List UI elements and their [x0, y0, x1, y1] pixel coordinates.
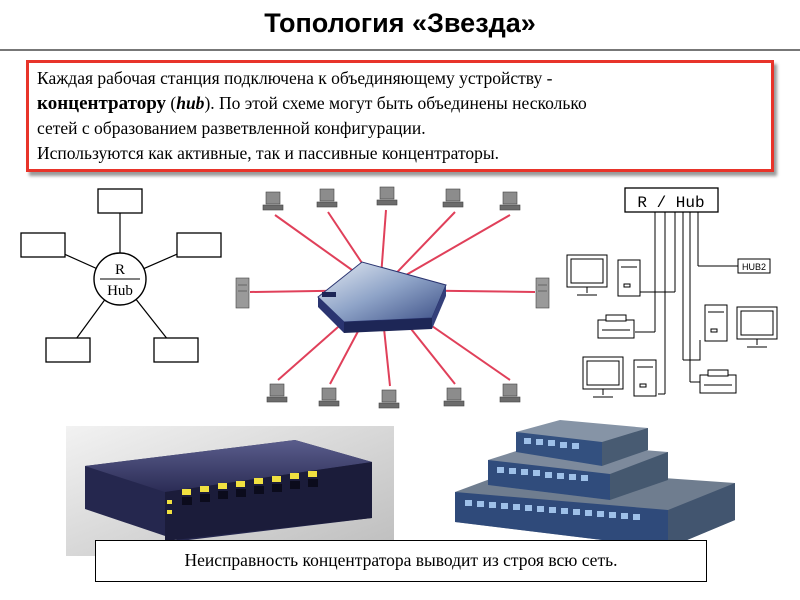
tower-icon	[704, 304, 728, 342]
star-center-top-label: R	[115, 262, 125, 278]
led-indicator-icons	[167, 471, 317, 514]
description-line-3: сетей с образованием разветвленной конфи…	[37, 118, 426, 138]
star-node-bottom-left	[45, 337, 91, 363]
stacked-switches-photo	[455, 420, 735, 548]
star-photo-diagram	[235, 186, 550, 409]
hub-photo	[66, 426, 394, 556]
title-divider	[0, 49, 800, 51]
star-node-bottom-right	[153, 337, 199, 363]
page-title: Топология «Звезда»	[264, 8, 536, 38]
workstation-icons	[262, 186, 521, 409]
workstation-icon	[443, 387, 465, 407]
printer-icon	[699, 369, 737, 394]
description-line-2-rest: По этой схеме могут быть объединены неск…	[214, 93, 587, 113]
sub-hub-box	[737, 258, 771, 274]
server-icons	[235, 277, 550, 309]
workstation-icon	[262, 191, 284, 211]
hub-tree-diagram: R / Hub HUB2	[566, 187, 778, 398]
warning-box: Неисправность концентратора выводит из с…	[95, 540, 707, 582]
workstation-icon	[318, 387, 340, 407]
star-center-bottom-label: Hub	[107, 283, 133, 299]
star-node-top	[97, 188, 143, 214]
server-icon	[535, 277, 550, 309]
star-diagram: R Hub	[20, 188, 222, 363]
workstation-icon	[266, 383, 288, 403]
sub-hub-label: HUB2	[742, 262, 766, 272]
monitor-icon	[582, 356, 624, 398]
server-icon	[235, 277, 250, 309]
hub-term: концентратору	[37, 93, 167, 114]
star-node-right	[176, 232, 222, 258]
description-box: Каждая рабочая станция подключена к объе…	[26, 60, 774, 172]
paren-open: (	[166, 93, 177, 113]
warning-text: Неисправность концентратора выводит из с…	[184, 550, 618, 570]
paren-close: ).	[204, 93, 215, 113]
root-hub-box	[624, 187, 719, 213]
workstation-icon	[376, 186, 398, 206]
printer-icon	[597, 314, 635, 339]
workstation-icon	[499, 191, 521, 211]
workstation-icon	[316, 188, 338, 208]
workstation-icon	[442, 188, 464, 208]
hub-word: hub	[176, 93, 205, 113]
star-node-left	[20, 232, 66, 258]
description-line-1: Каждая рабочая станция подключена к объе…	[37, 68, 553, 88]
workstation-icon	[499, 383, 521, 403]
monitor-icon	[736, 306, 778, 348]
description-line-4: Используются как активные, так и пассивн…	[37, 143, 500, 163]
central-hub-device	[317, 261, 447, 333]
tower-icon	[617, 259, 641, 297]
tower-icon	[633, 359, 657, 397]
root-hub-label: R / Hub	[637, 194, 704, 212]
monitor-icon	[566, 254, 608, 296]
description-line-2: концентратору (hub). По этой схеме могут…	[37, 91, 763, 116]
workstation-icon	[378, 389, 400, 409]
